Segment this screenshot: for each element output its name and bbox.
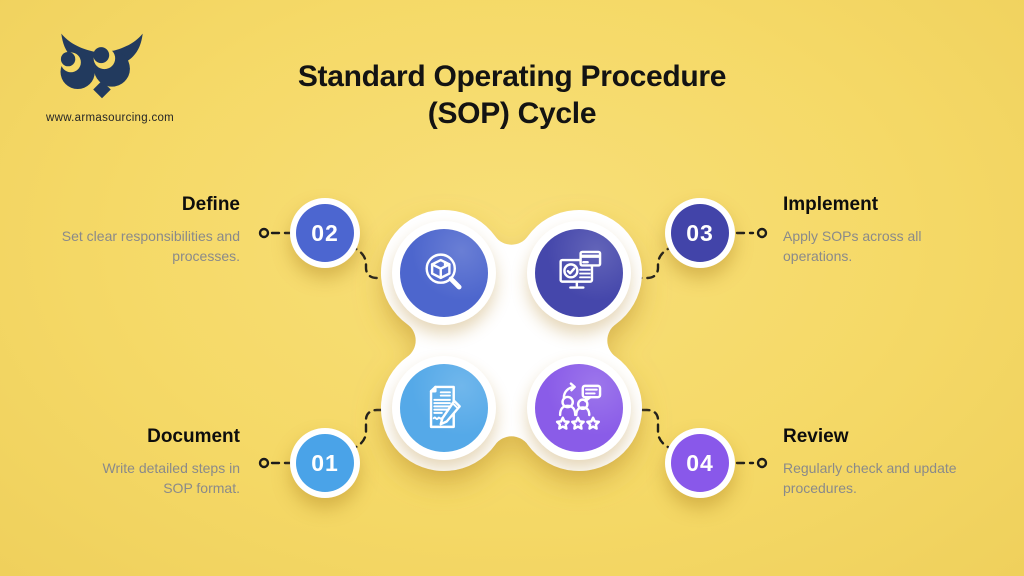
title-line-1: Standard Operating Procedure [297,60,727,93]
step-description: Regularly check and update procedures. [783,460,957,496]
connector-endpoint-icon [756,227,768,239]
implement-icon-circle [535,229,623,317]
step-title: Document [147,426,240,447]
package-search-icon [425,253,462,290]
step-number-badge-review: 04 [665,428,735,498]
people-rating-icon [555,382,602,430]
step-review: Review Regularly check and update proced… [783,426,988,498]
step-number: 04 [671,434,729,492]
define-icon-disc [392,221,496,325]
owl-logo-icon [60,33,143,99]
document-pencil-icon [429,385,461,429]
review-icon-circle [535,364,623,452]
step-title: Define [181,194,240,215]
review-icon-disc [527,356,631,460]
step-number-badge-define: 02 [290,198,360,268]
connector-elbow [348,244,400,280]
step-description: Apply SOPs across all operations. [783,228,922,264]
brand-website: www.armasourcing.com [46,112,175,124]
page-title: Standard Operating Procedure (SOP) Cycle [0,58,1024,132]
step-description: Set clear responsibilities and processes… [61,228,240,264]
step-title: Implement [783,194,879,215]
step-define: Define Set clear responsibilities and pr… [50,194,240,266]
document-icon-disc [392,356,496,460]
step-description: Write detailed steps in SOP format. [102,460,240,496]
step-number: 01 [296,434,354,492]
define-icon-circle [400,229,488,317]
step-title: Review [783,426,849,447]
step-number: 03 [671,204,729,262]
step-implement: Implement Apply SOPs across all operatio… [783,194,973,266]
step-number-badge-implement: 03 [665,198,735,268]
monitor-check-icon [559,250,602,289]
step-document: Document Write detailed steps in SOP for… [75,426,240,498]
step-number: 02 [296,204,354,262]
connector-elbow [624,244,676,280]
connector-endpoint-icon [258,457,270,469]
connector-endpoint-icon [258,227,270,239]
step-number-badge-document: 01 [290,428,360,498]
title-line-2: (SOP) Cycle [427,97,597,130]
implement-icon-disc [527,221,631,325]
connector-endpoint-icon [756,457,768,469]
document-icon-circle [400,364,488,452]
